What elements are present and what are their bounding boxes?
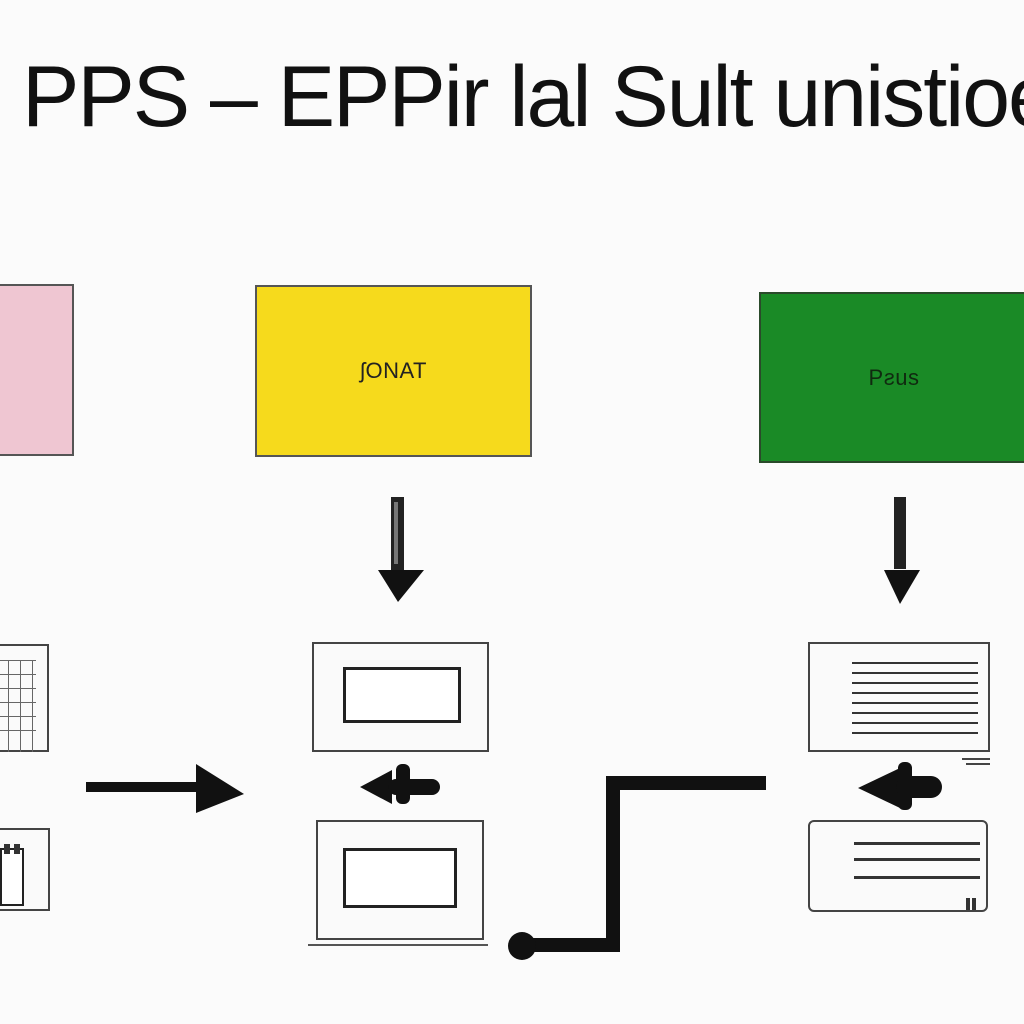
card-text-line [854,842,980,845]
list-line [852,672,978,674]
green-block-label: Pƨus [868,364,920,390]
list-line [852,712,978,714]
grid-divider [0,702,36,703]
list-line [852,722,978,724]
grid-divider [0,730,36,731]
diagram-title: PPS – EPPir lal Sult unistioe [22,49,1024,145]
middle-bottom-card-base [308,944,488,946]
grid-divider [0,716,36,717]
yellow-block-label: ʃONAT [360,358,427,383]
middle-bottom-card-window [343,848,457,908]
list-line [852,702,978,704]
yellow-block: ʃONAT [255,285,532,457]
card-text-line [854,858,980,861]
card-text-line [854,876,980,879]
connector-knob-icon [508,932,536,960]
grid-divider [32,660,33,752]
green-block: Pƨus [759,292,1024,463]
down-arrow-icon [884,497,920,604]
down-arrow-icon [378,497,424,602]
list-line [852,732,978,734]
middle-bottom-card [316,820,484,940]
list-line [852,692,978,694]
grid-divider [20,660,21,752]
grid-divider [8,660,9,752]
middle-top-card [312,642,489,752]
right-bottom-card [808,820,988,912]
left-small-card-frame [0,848,24,906]
grid-divider [0,674,36,675]
left-small-card [0,828,50,911]
right-top-list-card [808,642,990,752]
list-line [852,682,978,684]
middle-top-card-window [343,667,461,723]
elbow-connector [508,776,766,960]
left-arrow-icon [360,764,440,804]
left-spreadsheet-card [0,644,49,752]
pink-block [0,284,74,456]
left-arrow-icon [858,762,942,810]
list-icon [852,658,978,740]
grid-divider [0,688,36,689]
right-arrow-icon [86,764,244,813]
grid-divider [0,660,36,661]
list-line [852,662,978,664]
